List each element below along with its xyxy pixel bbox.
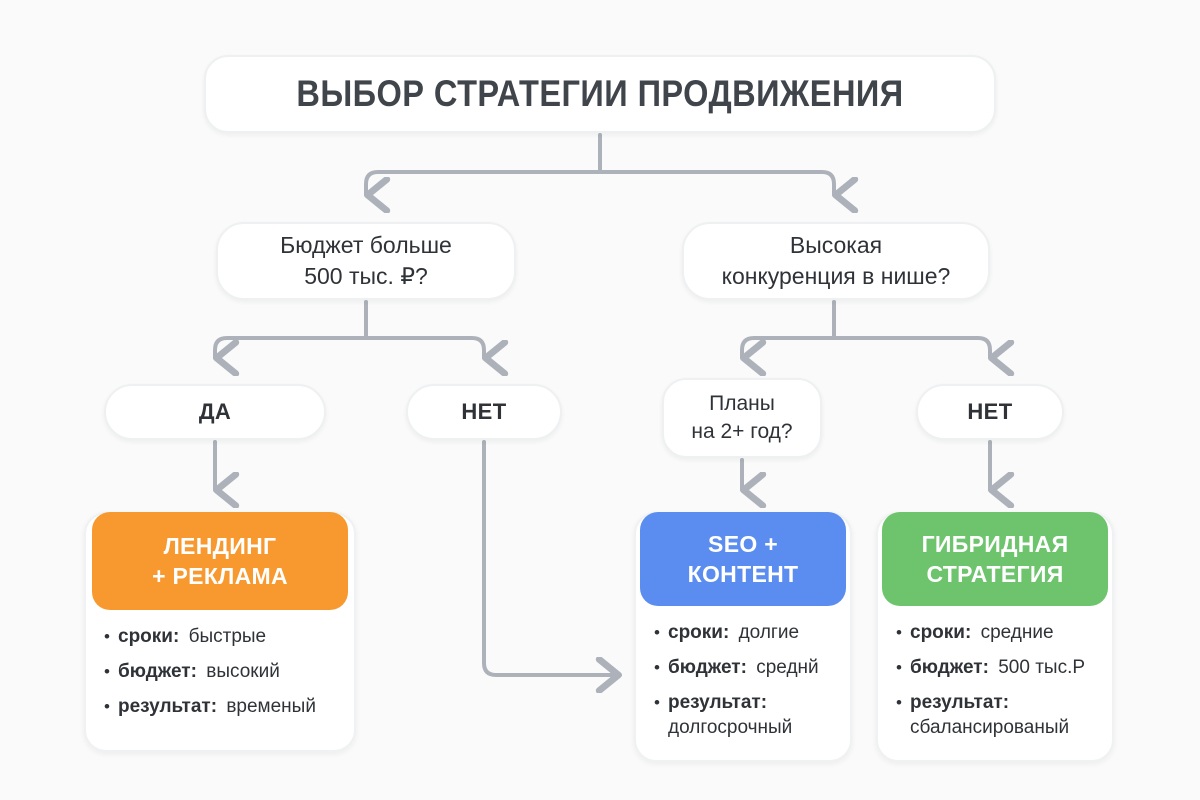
result-header-landing-line1: ЛЕНДИНГ [163, 533, 277, 559]
bullet-icon: • [896, 693, 902, 712]
result-header-seo-line1: SEO + [708, 531, 778, 557]
decision-budget[interactable]: Бюджет больше 500 тыс. ₽? [216, 222, 516, 300]
result-card-seo[interactable]: SEO + КОНТЕНТ • сроки: долгие • бюджет: … [634, 512, 852, 762]
connector-title-to-budget [364, 170, 602, 195]
detail-label: бюджет: [668, 657, 753, 678]
connector-budget-to-yes [213, 336, 368, 358]
result-header-hybrid-line1: ГИБРИДНАЯ [921, 531, 1069, 557]
result-header-seo: SEO + КОНТЕНТ [640, 512, 846, 606]
decision-budget-line1: Бюджет больше [280, 232, 452, 258]
result-header-landing: ЛЕНДИНГ + РЕКЛАМА [92, 512, 348, 610]
decision-competition-label: Высокая конкуренция в нише? [708, 230, 965, 292]
result-card-hybrid[interactable]: ГИБРИДНАЯ СТРАТЕГИЯ • сроки: средние • б… [876, 512, 1114, 762]
answer-yes-budget[interactable]: ДА [104, 384, 326, 440]
decision-budget-label: Бюджет больше 500 тыс. ₽? [266, 230, 466, 292]
detail-value: долгосрочный [668, 717, 793, 738]
detail-label: результат: [118, 696, 223, 717]
detail-value: высокий [206, 661, 280, 682]
page-title: ВЫБОР СТРАТЕГИИ ПРОДВИЖЕНИЯ [204, 55, 996, 133]
detail-label: результат: [668, 692, 768, 713]
result-header-landing-text: ЛЕНДИНГ + РЕКЛАМА [152, 531, 288, 591]
decision-competition[interactable]: Высокая конкуренция в нише? [682, 222, 990, 300]
detail-label: сроки: [668, 622, 735, 643]
answer-yes-budget-label: ДА [198, 399, 232, 424]
bullet-icon: • [104, 627, 110, 646]
bullet-icon: • [654, 658, 660, 677]
result-header-hybrid-line2: СТРАТЕГИЯ [926, 561, 1064, 587]
detail-label: результат: [910, 692, 1010, 713]
list-item: • бюджет: среднй [654, 655, 840, 680]
decision-plans-label: Планы на 2+ год? [683, 390, 800, 446]
decision-competition-line1: Высокая [789, 232, 883, 258]
detail-value: 500 тыс.Р [998, 657, 1086, 678]
result-card-landing[interactable]: ЛЕНДИНГ + РЕКЛАМА • сроки: быстрые • бюд… [84, 512, 356, 752]
result-details-seo: • сроки: долгие • бюджет: среднй • резул… [636, 606, 850, 760]
result-header-seo-line2: КОНТЕНТ [687, 561, 799, 587]
bullet-icon: • [654, 623, 660, 642]
detail-value: среднй [756, 657, 819, 678]
detail-label: бюджет: [118, 661, 203, 682]
detail-value: быстрые [188, 626, 267, 647]
result-header-seo-text: SEO + КОНТЕНТ [688, 529, 799, 589]
result-header-hybrid-text: ГИБРИДНАЯ СТРАТЕГИЯ [922, 529, 1069, 589]
list-item: • результат: временый [104, 694, 344, 719]
result-header-hybrid: ГИБРИДНАЯ СТРАТЕГИЯ [882, 512, 1108, 606]
detail-label: бюджет: [910, 657, 995, 678]
bullet-icon: • [896, 658, 902, 677]
bullet-icon: • [896, 623, 902, 642]
detail-value: долгие [738, 622, 800, 643]
detail-label: сроки: [910, 622, 977, 643]
list-item: • сроки: быстрые [104, 624, 344, 649]
detail-value: сбалансированый [910, 717, 1070, 738]
connector-budget-to-no [364, 336, 484, 358]
list-item: • результат: долгосрочный [654, 690, 840, 740]
page-title-text: ВЫБОР СТРАТЕГИИ ПРОДВИЖЕНИЯ [296, 73, 904, 114]
answer-no-budget[interactable]: НЕТ [406, 384, 562, 440]
bullet-icon: • [104, 697, 110, 716]
answer-no-competition[interactable]: НЕТ [916, 384, 1064, 440]
list-item: • сроки: долгие [654, 620, 840, 645]
detail-value: средние [980, 622, 1054, 643]
decision-plans[interactable]: Планы на 2+ год? [662, 378, 822, 458]
decision-plans-line2: на 2+ год? [691, 420, 793, 443]
result-header-landing-line2: + РЕКЛАМА [152, 563, 288, 589]
connector-title-to-competition [598, 170, 834, 195]
list-item: • сроки: средние [896, 620, 1102, 645]
result-details-landing: • сроки: быстрые • бюджет: высокий • рез… [86, 610, 354, 739]
list-item: • результат: сбалансированый [896, 690, 1102, 740]
answer-no-competition-label: НЕТ [967, 399, 1013, 424]
connector-competition-to-plans [740, 336, 836, 358]
detail-value: временый [226, 696, 316, 717]
list-item: • бюджет: 500 тыс.Р [896, 655, 1102, 680]
decision-plans-line1: Планы [709, 392, 775, 415]
connector-no-left-to-seo [482, 440, 622, 675]
decision-budget-line2: 500 тыс. ₽? [304, 263, 428, 289]
result-details-hybrid: • сроки: средние • бюджет: 500 тыс.Р • р… [878, 606, 1112, 760]
answer-no-budget-label: НЕТ [461, 399, 507, 424]
list-item: • бюджет: высокий [104, 659, 344, 684]
connector-competition-to-no [832, 336, 990, 358]
decision-competition-line2: конкуренция в нише? [721, 263, 951, 289]
detail-label: сроки: [118, 626, 185, 647]
bullet-icon: • [104, 662, 110, 681]
bullet-icon: • [654, 693, 660, 712]
